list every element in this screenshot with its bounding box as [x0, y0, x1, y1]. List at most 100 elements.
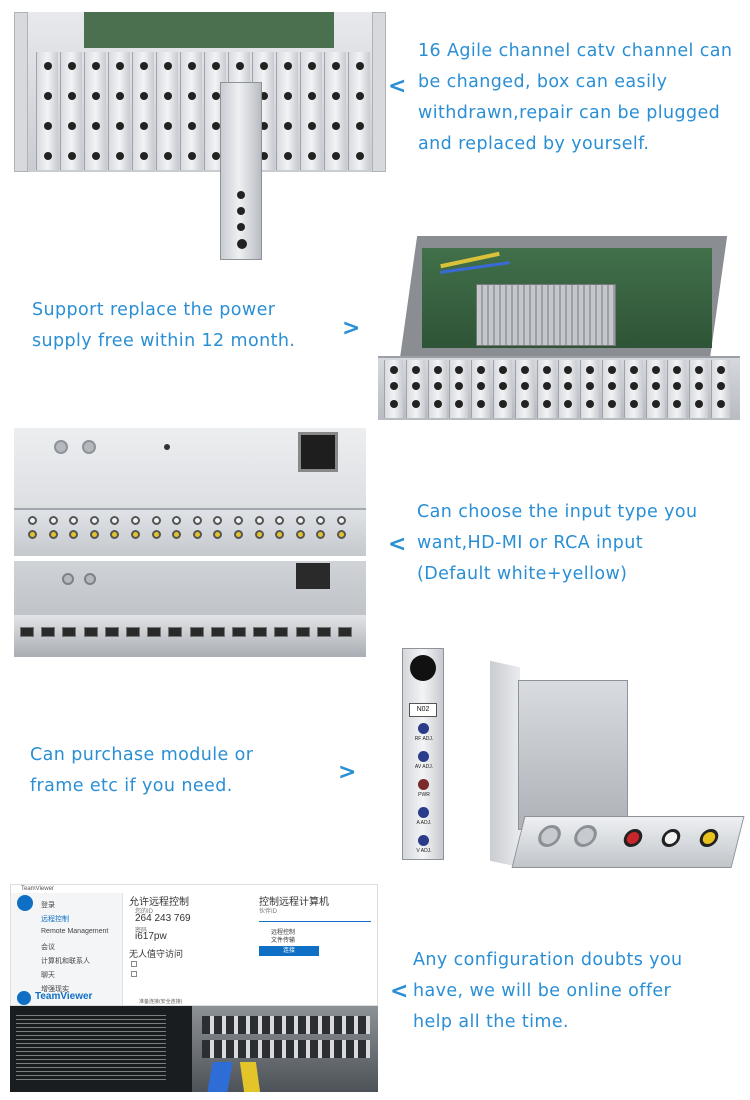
rca-jack — [69, 516, 79, 525]
hdmi-port — [104, 627, 119, 637]
caption-support: Any configuration doubts you have, we wi… — [413, 950, 683, 1032]
module-knob — [418, 835, 429, 846]
rca-jack — [192, 516, 202, 525]
rca-jack — [316, 516, 326, 525]
rca-jack — [28, 516, 37, 525]
rack-slot — [156, 52, 178, 170]
rack-slot — [580, 360, 600, 418]
caption-hot-swap: 16 Agile channel catv channel can be cha… — [418, 41, 733, 154]
arrow-left-2: < — [388, 532, 407, 557]
rca-jack — [254, 530, 264, 539]
partner-id-input[interactable] — [259, 913, 371, 922]
rca-jack — [28, 530, 37, 539]
rca-jack — [110, 530, 120, 539]
module-knob-label: V ADJ. — [416, 848, 432, 854]
sidebar-meeting[interactable]: 会议 — [41, 944, 55, 951]
hdmi-port — [316, 627, 331, 637]
rack-slot — [689, 360, 709, 418]
rca-jack — [275, 516, 285, 525]
arrow-right-2: > — [338, 760, 357, 785]
rca-jack — [234, 516, 243, 525]
sidebar-remote-management[interactable]: Remote Management — [41, 928, 109, 935]
password-label: 密码 — [135, 928, 148, 934]
withdrawn-module-photo — [220, 82, 262, 260]
module-label: N02 — [409, 703, 437, 717]
rca-jack — [69, 530, 79, 539]
rca-jack — [48, 530, 58, 539]
rack-slot — [36, 52, 58, 170]
open-chassis-photo — [378, 236, 740, 420]
rack-slot — [180, 52, 202, 170]
rca-jack — [295, 516, 305, 525]
rca-jack — [254, 516, 264, 525]
remote-control-option[interactable]: 远程控制 — [271, 930, 296, 936]
rca-jack — [151, 516, 161, 525]
teamviewer-logo-icon — [17, 991, 31, 1005]
connect-button[interactable]: 连接 — [259, 946, 319, 956]
hdmi-port — [295, 627, 310, 637]
module-knob — [418, 807, 429, 818]
partner-id-label: 伙伴ID — [259, 909, 278, 915]
hdmi-port — [338, 627, 352, 637]
hdmi-port — [62, 627, 77, 637]
hdmi-port — [41, 627, 56, 637]
caption-power-warranty: Support replace the power supply free wi… — [32, 300, 296, 351]
rca-jack — [192, 530, 202, 539]
rack-slot — [276, 52, 298, 170]
teamviewer-window: TeamViewer 登录 远程控制 Remote Management 会议 … — [10, 884, 378, 1006]
rack-slot — [300, 52, 322, 170]
hdmi-port — [274, 627, 289, 637]
hdmi-port — [83, 627, 98, 637]
module-knob-label: RF ADJ. — [414, 736, 434, 742]
module-knob — [418, 751, 429, 762]
unattended-checkbox-1[interactable] — [131, 961, 137, 967]
your-id-label: 您的ID — [135, 909, 154, 915]
hdmi-port — [168, 627, 183, 637]
teamviewer-title: TeamViewer — [21, 886, 54, 892]
rack-slot — [324, 52, 346, 170]
rack-slot — [514, 360, 534, 418]
rack-slot — [84, 52, 106, 170]
sidebar-chat[interactable]: 聊天 — [41, 972, 55, 979]
rear-panel-rca-photo — [14, 561, 366, 657]
sidebar-remote-control[interactable]: 远程控制 — [41, 916, 69, 923]
file-transfer-option[interactable]: 文件传输 — [271, 938, 296, 944]
hdmi-port — [20, 627, 34, 637]
rack-slot — [108, 52, 130, 170]
rack-slot — [645, 360, 665, 418]
module-knob-label: AV ADJ. — [414, 764, 434, 770]
rca-jack — [172, 516, 182, 525]
rca-jack — [131, 516, 140, 525]
module-knob — [418, 723, 429, 734]
rca-jack — [151, 530, 161, 539]
rca-jack — [110, 516, 120, 525]
server-room-photo — [192, 1006, 378, 1092]
rack-slot — [493, 360, 512, 418]
caption-purchase: Can purchase module or frame etc if you … — [30, 745, 254, 796]
hdmi-port — [126, 627, 140, 637]
rack-slot — [602, 360, 621, 418]
rca-jack — [213, 530, 223, 539]
module-knob-label: PWR — [418, 792, 430, 798]
rear-panel-hdmi-photo — [14, 428, 366, 556]
rack-slot — [667, 360, 687, 418]
rack-slot — [471, 360, 491, 418]
rack-slot — [711, 360, 730, 418]
sidebar-augmented-reality[interactable]: 增强现实 — [41, 986, 69, 993]
rca-jack — [234, 530, 243, 539]
hdmi-port — [253, 627, 268, 637]
rack-slot — [132, 52, 154, 170]
rca-jack — [89, 516, 99, 525]
hdmi-port — [189, 627, 204, 637]
rca-jack — [48, 516, 58, 525]
module-knob — [418, 779, 429, 790]
unattended-checkbox-2[interactable] — [131, 971, 137, 977]
sidebar-computers-contacts[interactable]: 计算机和联系人 — [41, 958, 90, 965]
caption-input-type: Can choose the input type you want,HD-MI… — [417, 502, 698, 584]
rca-jack — [275, 530, 285, 539]
rack-slot — [60, 52, 82, 170]
rack-slot — [427, 360, 447, 418]
terminal-photo — [10, 1006, 192, 1092]
sidebar-login[interactable]: 登录 — [41, 902, 55, 909]
